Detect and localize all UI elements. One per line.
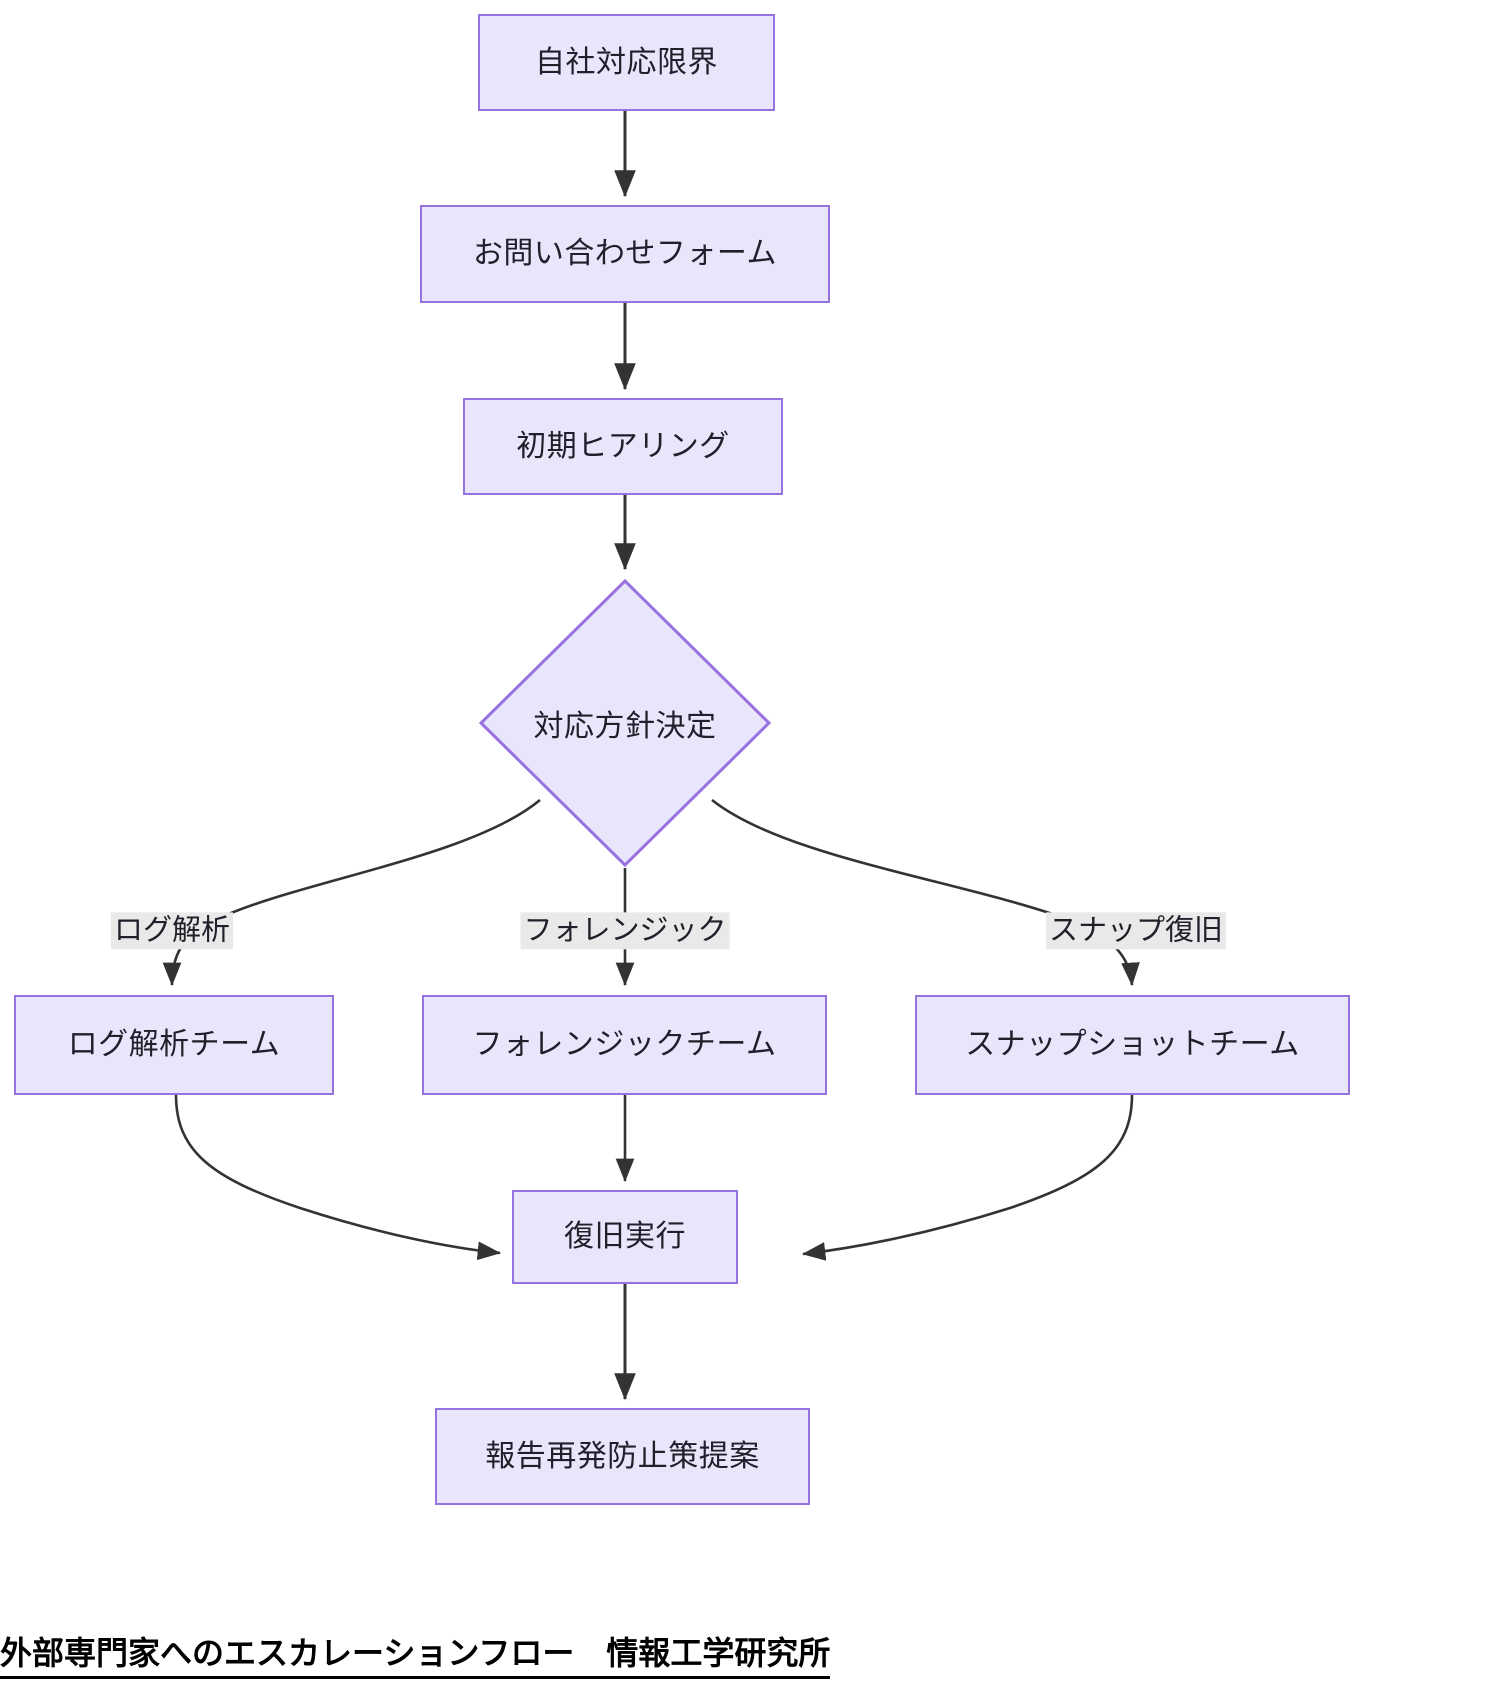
edge-label-forensics: フォレンジック: [520, 912, 730, 950]
node-forensics-team[interactable]: フォレンジックチーム: [422, 995, 827, 1095]
diamond-shape: [478, 578, 772, 868]
node-log-analysis-team[interactable]: ログ解析チーム: [14, 995, 334, 1095]
node-label: ログ解析チーム: [67, 1028, 281, 1062]
node-label: フォレンジックチーム: [472, 1028, 777, 1062]
node-initial-hearing[interactable]: 初期ヒアリング: [463, 398, 783, 495]
node-response-policy-decision[interactable]: 対応方針決定: [478, 578, 772, 868]
diagram-caption: 外部専門家へのエスカレーションフロー 情報工学研究所: [0, 1628, 831, 1679]
edge-label-snapshot-recovery: スナップ復旧: [1045, 912, 1227, 950]
node-label: 初期ヒアリング: [516, 429, 730, 463]
node-label: 復旧実行: [564, 1220, 686, 1254]
node-label: 報告再発防止策提案: [485, 1439, 760, 1473]
node-recovery-execution[interactable]: 復旧実行: [512, 1190, 738, 1284]
node-label: 対応方針決定: [533, 710, 717, 743]
node-label: 自社対応限界: [535, 45, 718, 79]
node-label: お問い合わせフォーム: [472, 237, 778, 271]
node-report-prevention-proposal[interactable]: 報告再発防止策提案: [435, 1408, 810, 1505]
edge-n7-n8: [801, 1094, 1134, 1261]
node-contact-form[interactable]: お問い合わせフォーム: [420, 205, 830, 303]
node-self-response-limit[interactable]: 自社対応限界: [478, 14, 775, 111]
edge-n5-n8: [174, 1094, 502, 1261]
node-label: スナップショットチーム: [965, 1028, 1300, 1062]
edge-n4-n7: [711, 798, 1140, 987]
node-snapshot-team[interactable]: スナップショットチーム: [915, 995, 1350, 1095]
edge-label-log-analysis: ログ解析: [110, 912, 234, 950]
